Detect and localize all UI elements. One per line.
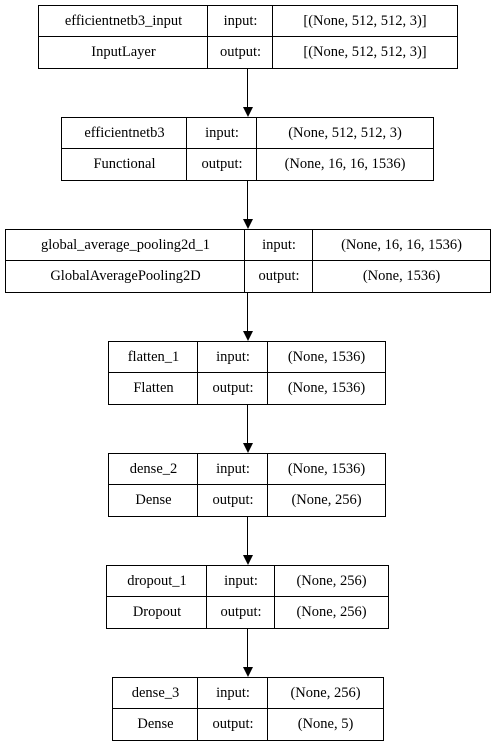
input-shape: (None, 16, 16, 1536) — [341, 237, 462, 253]
column-divider — [197, 454, 198, 516]
layer-name: efficientnetb3 — [84, 125, 165, 141]
input-shape: (None, 256) — [290, 685, 361, 701]
layer-type: GlobalAveragePooling2D — [50, 268, 201, 284]
column-divider — [207, 6, 208, 68]
output-label: output: — [258, 268, 300, 284]
output-shape: (None, 256) — [291, 492, 362, 508]
arrow-connector — [247, 405, 248, 443]
output-shape: (None, 5) — [297, 716, 354, 732]
column-divider — [267, 342, 268, 404]
layer-name: global_average_pooling2d_1 — [40, 237, 211, 253]
arrow-connector — [247, 629, 248, 667]
column-divider — [267, 454, 268, 516]
layer-type: Dropout — [132, 604, 182, 620]
arrow-head-icon — [243, 555, 253, 565]
row-divider — [109, 484, 385, 485]
layer-name: efficientnetb3_input — [64, 13, 183, 29]
arrow-head-icon — [243, 107, 253, 117]
input-label: input: — [224, 573, 258, 589]
input-shape: [(None, 512, 512, 3)] — [303, 13, 427, 29]
input-label: input: — [262, 237, 296, 253]
layer-type: Dense — [137, 716, 174, 732]
column-divider — [267, 678, 268, 740]
row-divider — [109, 372, 385, 373]
output-shape: (None, 256) — [296, 604, 367, 620]
layer-name: dense_3 — [131, 685, 180, 701]
row-divider — [113, 708, 383, 709]
layer-type: InputLayer — [91, 44, 156, 60]
input-label: input: — [216, 685, 250, 701]
input-label: input: — [223, 13, 258, 29]
input-shape: (None, 512, 512, 3) — [288, 125, 402, 141]
column-divider — [197, 678, 198, 740]
output-shape: (None, 16, 16, 1536) — [284, 156, 406, 172]
input-label: input: — [216, 349, 250, 365]
column-divider — [206, 566, 207, 628]
layer-type: Functional — [93, 156, 156, 172]
column-divider — [272, 6, 273, 68]
row-divider — [62, 148, 433, 149]
arrow-head-icon — [243, 219, 253, 229]
layer-name: dense_2 — [129, 461, 178, 477]
layer-type: Flatten — [133, 380, 174, 396]
column-divider — [186, 118, 187, 180]
layer-type: Dense — [135, 492, 172, 508]
arrow-connector — [247, 517, 248, 555]
column-divider — [274, 566, 275, 628]
arrow-head-icon — [243, 667, 253, 677]
output-label: output: — [212, 492, 254, 508]
column-divider — [244, 230, 245, 292]
input-label: input: — [205, 125, 239, 141]
input-shape: (None, 256) — [296, 573, 367, 589]
column-divider — [197, 342, 198, 404]
layer-name: dropout_1 — [127, 573, 187, 589]
row-divider — [107, 596, 388, 597]
layer-name: flatten_1 — [127, 349, 180, 365]
arrow-head-icon — [243, 443, 253, 453]
input-label: input: — [216, 461, 250, 477]
output-label: output: — [220, 604, 262, 620]
row-divider — [39, 36, 457, 37]
column-divider — [312, 230, 313, 292]
row-divider — [6, 260, 490, 261]
output-shape: (None, 1536) — [362, 268, 441, 284]
input-shape: (None, 1536) — [287, 349, 366, 365]
arrow-connector — [247, 293, 248, 331]
arrow-head-icon — [243, 331, 253, 341]
output-shape: (None, 1536) — [287, 380, 366, 396]
arrow-connector — [247, 69, 248, 107]
input-shape: (None, 1536) — [287, 461, 366, 477]
output-shape: [(None, 512, 512, 3)] — [303, 44, 427, 60]
column-divider — [256, 118, 257, 180]
arrow-connector — [247, 181, 248, 219]
output-label: output: — [212, 380, 254, 396]
output-label: output: — [219, 44, 262, 60]
output-label: output: — [212, 716, 254, 732]
output-label: output: — [201, 156, 243, 172]
